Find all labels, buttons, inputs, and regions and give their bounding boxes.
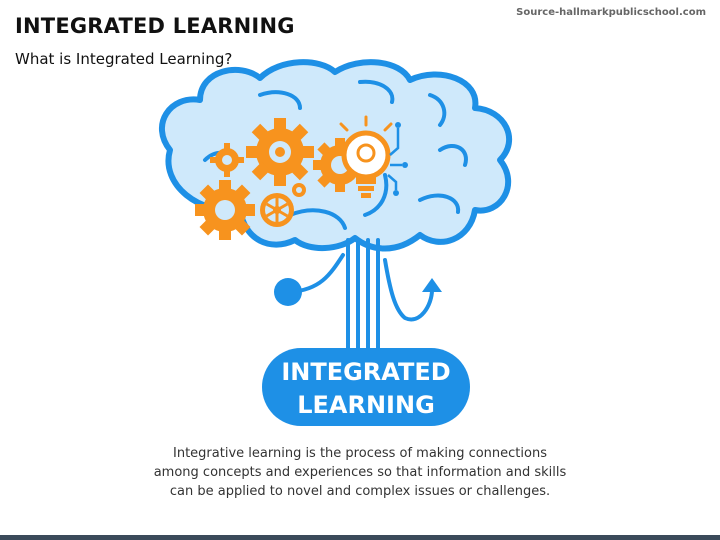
- pill-line-1: INTEGRATED: [281, 358, 450, 386]
- lightbulb-icon: [339, 115, 408, 198]
- description-line: among concepts and experiences so that i…: [153, 465, 567, 480]
- footer-bar: [0, 535, 720, 540]
- source-credit: Source-hallmarkpublicschool.com: [516, 7, 706, 18]
- description-text: Integrative learning is the process of m…: [150, 444, 570, 501]
- slide-subtitle: What is Integrated Learning?: [15, 50, 233, 68]
- title-pill: [262, 348, 470, 426]
- pill-line-2: LEARNING: [297, 391, 435, 419]
- stem-wires: [288, 238, 434, 352]
- description-line: can be applied to novel and complex issu…: [169, 484, 551, 499]
- description-line: Integrative learning is the process of m…: [173, 446, 547, 461]
- connector-node: [274, 278, 302, 306]
- gear-icon: [195, 118, 360, 240]
- arrow-up-icon: [422, 278, 442, 292]
- slide-title: INTEGRATED LEARNING: [15, 14, 295, 38]
